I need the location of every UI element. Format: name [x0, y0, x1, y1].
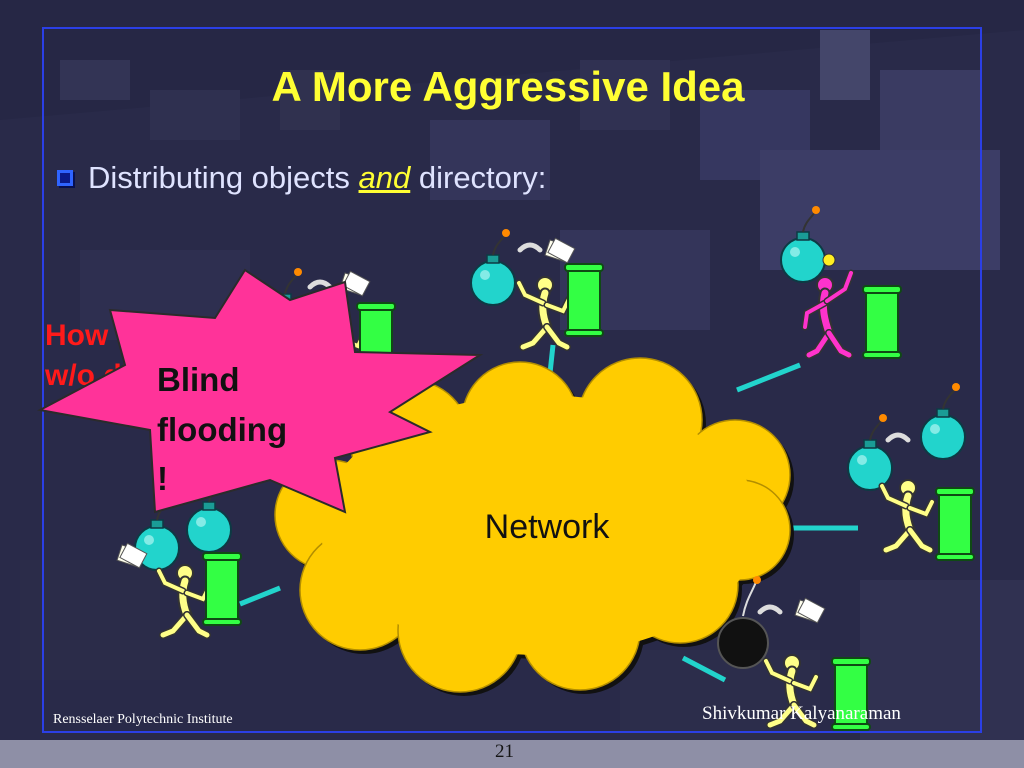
bomb-icon [847, 413, 893, 491]
bullet-text: Distributing objects and directory: [88, 160, 546, 196]
phone-icon [310, 282, 330, 287]
link-line [681, 655, 727, 683]
phone-icon [760, 607, 780, 612]
papers-icon [794, 597, 826, 624]
node-bottom-right [717, 576, 871, 731]
starburst-text: Blind flooding ! [157, 361, 296, 497]
scroll-icon [862, 285, 902, 359]
node-right-middle [847, 382, 975, 561]
node-top-center [470, 228, 604, 347]
scroll-icon [935, 487, 975, 561]
link-line [239, 585, 281, 607]
scroll-icon [202, 552, 242, 626]
footer-author: Shivkumar Kalyanaraman [702, 703, 901, 724]
bullet-emphasis: and [358, 160, 411, 195]
page-number: 21 [495, 741, 514, 762]
hollow-square-bullet-icon [57, 170, 73, 186]
footer-institution: Rensselaer Polytechnic Institute [53, 712, 233, 727]
bomb-icon [470, 228, 516, 306]
node-top-right [780, 205, 902, 359]
phone-icon [888, 435, 908, 440]
stick-figure-icon [159, 565, 209, 635]
starburst-callout: Blind flooding ! [36, 268, 484, 514]
bullet-text-before: Distributing objects [88, 160, 359, 195]
cloud-label: Network [485, 508, 611, 546]
phone-icon [520, 245, 540, 250]
bullet-text-after: directory: [410, 160, 547, 195]
stick-figure-icon [805, 273, 851, 355]
slide-title: A More Aggressive Idea [271, 63, 745, 110]
lightbulb-icon [822, 253, 836, 267]
bomb-icon [780, 205, 826, 283]
link-line [736, 362, 801, 393]
scroll-icon [564, 263, 604, 337]
stick-figure-icon [519, 277, 569, 347]
stick-figure-icon [882, 480, 932, 550]
bullet-point: Distributing objects and directory: [57, 156, 546, 200]
network-links [239, 344, 858, 683]
bomb-icon [920, 382, 966, 460]
papers-icon [544, 237, 576, 264]
bomb-icon [717, 617, 769, 669]
network-cloud: Network [274, 357, 794, 696]
slide-frame [42, 27, 982, 733]
